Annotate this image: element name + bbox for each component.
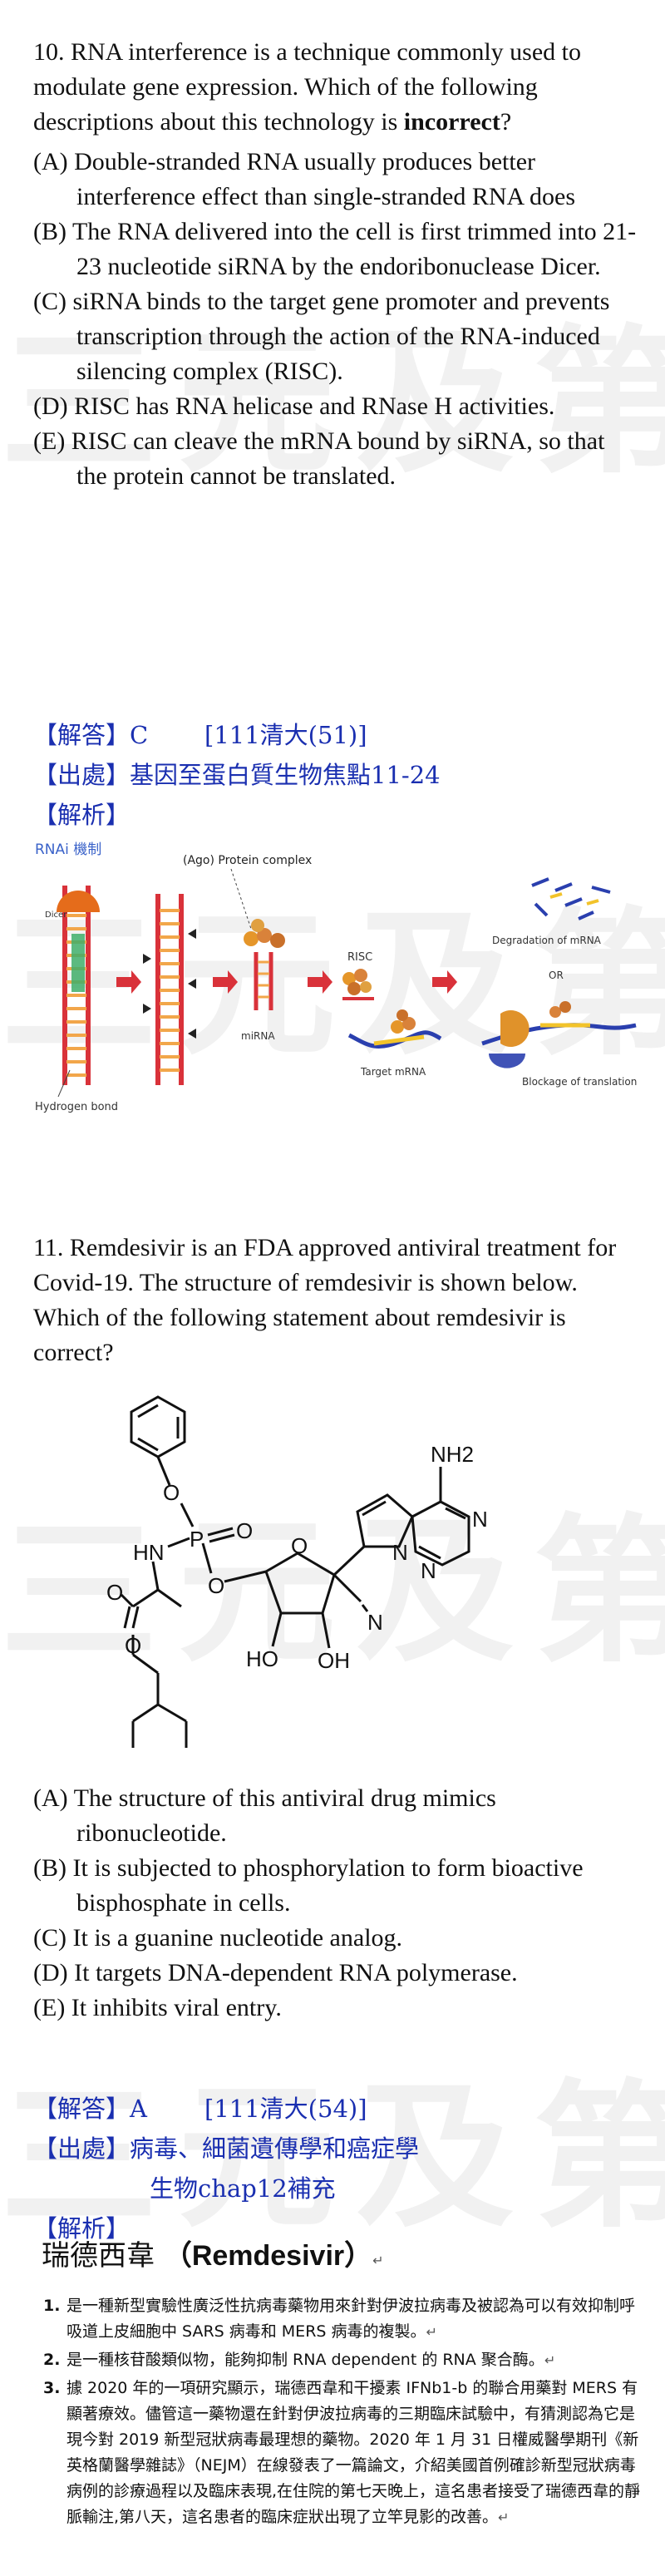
source-tag: 【出處】 (33, 761, 131, 789)
atom-n-bridge: N (392, 1540, 408, 1565)
question-11-stem: 11. Remdesivir is an FDA approved antivi… (33, 1234, 617, 1366)
structure-atoms: O P O HN O O O O HO OH N N N N NH2 (106, 1442, 488, 1673)
atom-ho: HO (246, 1646, 278, 1671)
return-mark: ↵ (372, 2253, 384, 2268)
source-value-2: 生物chap12補充 (150, 2174, 336, 2203)
question-11-option-d: (D) It targets DNA-dependent RNA polymer… (33, 1959, 518, 1986)
answer-row: 【解答】 A [111清大(54)] (33, 2089, 640, 2129)
atom-oh: OH (318, 1648, 350, 1673)
source-row: 【出處】 病毒、細菌遺傳學和癌症學 (33, 2129, 640, 2169)
list-item-text-3: 據 2020 年的一項研究顯示，瑞德西韋和干擾素 IFNb1-b 的聯合用藥對 … (66, 2379, 641, 2526)
hydrogen-bond-label: Hydrogen bond (35, 1101, 118, 1113)
answer-tag: 【解答】 (33, 2095, 131, 2123)
return-mark: ↵ (498, 2509, 510, 2525)
analysis-row: 【解析】 (33, 2208, 640, 2248)
question-10-option-a: (A) Double-stranded RNA usually produces… (33, 148, 576, 210)
list-item: 1. 是一種新型實驗性廣泛性抗病毒藥物用來針對伊波拉病毒及被認為可以有效抑制呼吸… (43, 2293, 642, 2345)
diagram-title: RNAi 機制 (35, 841, 101, 858)
answer-tag: 【解答】 (33, 721, 131, 749)
rnai-mechanism-diagram: RNAi 機制 (Ago) Protein complex Dicer Hydr… (35, 841, 637, 1113)
question-10-stem: 10. RNA interference is a technique comm… (33, 35, 640, 140)
or-label: OR (549, 970, 564, 981)
source-value: 基因至蛋白質生物焦點11-24 (130, 761, 441, 789)
return-mark: ↵ (544, 2352, 556, 2368)
answer-value: C (130, 721, 149, 749)
list-item-text-1: 是一種新型實驗性廣泛性抗病毒藥物用來針對伊波拉病毒及被認為可以有效抑制呼吸道上皮… (66, 2297, 636, 2341)
atom-n-pyrimidine-1: N (421, 1558, 436, 1583)
atom-nh2: NH2 (431, 1442, 474, 1467)
atom-hn: HN (133, 1540, 165, 1565)
question-10-option-d: (D) RISC has RNA helicase and RNase H ac… (33, 392, 555, 420)
question-10-option-b: (B) The RNA delivered into the cell is f… (33, 218, 637, 280)
question-11-options: (A) The structure of this antiviral drug… (33, 1781, 640, 2026)
question-10-stem-text: 10. RNA interference is a technique comm… (33, 38, 581, 136)
list-item: 2. 是一種核苷酸類似物，能夠抑制 RNA dependent 的 RNA 聚合… (43, 2347, 642, 2373)
sirna-ago-complex: miRNA (241, 919, 285, 1042)
question-10-option-c: (C) siRNA binds to the target gene promo… (33, 288, 610, 385)
atom-o-phenoxy: O (163, 1480, 180, 1505)
list-item-number: 3. (43, 2379, 61, 2397)
remdesivir-structure: O P O HN O O O O HO OH N N N N NH2 (106, 1395, 488, 1748)
return-mark: ↵ (426, 2324, 437, 2340)
atom-o-double: O (236, 1518, 253, 1543)
ago-label: (Ago) Protein complex (183, 854, 312, 867)
answer-source: [111清大(54)] (204, 2095, 367, 2123)
notes-heading-en: Remdesivir (191, 2240, 345, 2272)
question-10-stem-end: ? (500, 108, 512, 136)
source-value-1: 病毒、細菌遺傳學和癌症學 (130, 2134, 420, 2163)
answer-source: [111清大(51)] (204, 721, 367, 749)
ago-pointer (230, 868, 252, 930)
dsrna-strand-1: Dicer Hydrogen bond (35, 886, 118, 1113)
source-row: 【出處】 基因至蛋白質生物焦點11-24 (33, 755, 640, 795)
process-arrows (116, 970, 457, 994)
atom-o-carbonyl: O (106, 1580, 123, 1605)
mrna-degradation: Degradation of mRNA (492, 877, 611, 946)
list-item-number: 2. (43, 2351, 61, 2369)
list-item-text: 據 2020 年的一項研究顯示，瑞德西韋和干擾素 IFNb1-b 的聯合用藥對 … (66, 2376, 642, 2530)
risc-complex: RISC (342, 951, 374, 1000)
analysis-tag: 【解析】 (33, 801, 131, 829)
answer-value: A (130, 2095, 147, 2123)
atom-o-ch2: O (208, 1573, 224, 1598)
analysis-tag: 【解析】 (33, 2214, 131, 2243)
question-11-option-b: (B) It is subjected to phosphorylation t… (33, 1854, 584, 1917)
list-item-text-2: 是一種核苷酸類似物，能夠抑制 RNA dependent 的 RNA 聚合酶。 (66, 2351, 544, 2369)
blockage-label: Blockage of translation (522, 1076, 637, 1088)
analysis-row: 【解析】 (33, 795, 640, 835)
list-item: 3. 據 2020 年的一項研究顯示，瑞德西韋和干擾素 IFNb1-b 的聯合用… (43, 2376, 642, 2530)
question-11-answer-block: 【解答】 A [111清大(54)] 【出處】 病毒、細菌遺傳學和癌症學 生物c… (33, 2089, 640, 2248)
notes-heading: 瑞德西韋 （Remdesivir）↵ (42, 2239, 384, 2273)
notes-list: 1. 是一種新型實驗性廣泛性抗病毒藥物用來針對伊波拉病毒及被認為可以有效抑制呼吸… (43, 2293, 642, 2533)
translation-blockage: Blockage of translation (481, 1001, 637, 1088)
question-11: 11. Remdesivir is an FDA approved antivi… (33, 1231, 640, 1370)
question-10: 10. RNA interference is a technique comm… (33, 35, 640, 494)
target-mrna-label: Target mRNA (360, 1066, 426, 1078)
list-item-text: 是一種核苷酸類似物，能夠抑制 RNA dependent 的 RNA 聚合酶。↵ (66, 2347, 642, 2373)
atom-o-ester: O (125, 1633, 141, 1658)
question-11-option-c: (C) It is a guanine nucleotide analog. (33, 1924, 403, 1952)
question-10-stem-emphasis: incorrect (403, 108, 500, 136)
question-11-option-a: (A) The structure of this antiviral drug… (33, 1784, 496, 1847)
list-item-number: 1. (43, 2297, 61, 2315)
notes-heading-cn: 瑞德西韋 (42, 2239, 155, 2273)
dsrna-strand-2 (143, 894, 196, 1085)
target-mrna: Target mRNA (347, 1009, 442, 1078)
structure-bonds (120, 1395, 470, 1748)
atom-o-ring: O (291, 1533, 308, 1558)
source-tag: 【出處】 (33, 2134, 131, 2163)
question-10-answer-block: 【解答】 C [111清大(51)] 【出處】 基因至蛋白質生物焦點11-24 … (33, 715, 640, 835)
atom-p: P (190, 1527, 204, 1552)
source-row-2: 生物chap12補充 (33, 2169, 640, 2208)
list-item-text: 是一種新型實驗性廣泛性抗病毒藥物用來針對伊波拉病毒及被認為可以有效抑制呼吸道上皮… (66, 2293, 642, 2345)
answer-row: 【解答】 C [111清大(51)] (33, 715, 640, 755)
risc-label: RISC (347, 951, 372, 964)
question-10-option-e: (E) RISC can cleave the mRNA bound by si… (33, 427, 605, 490)
atom-n-pyrimidine-2: N (472, 1507, 488, 1532)
atom-n-nitrile: N (367, 1610, 383, 1635)
degradation-label: Degradation of mRNA (492, 935, 602, 946)
mirna-label: miRNA (241, 1030, 275, 1042)
question-11-option-e: (E) It inhibits viral entry. (33, 1994, 282, 2021)
dicer-label: Dicer (45, 910, 67, 920)
